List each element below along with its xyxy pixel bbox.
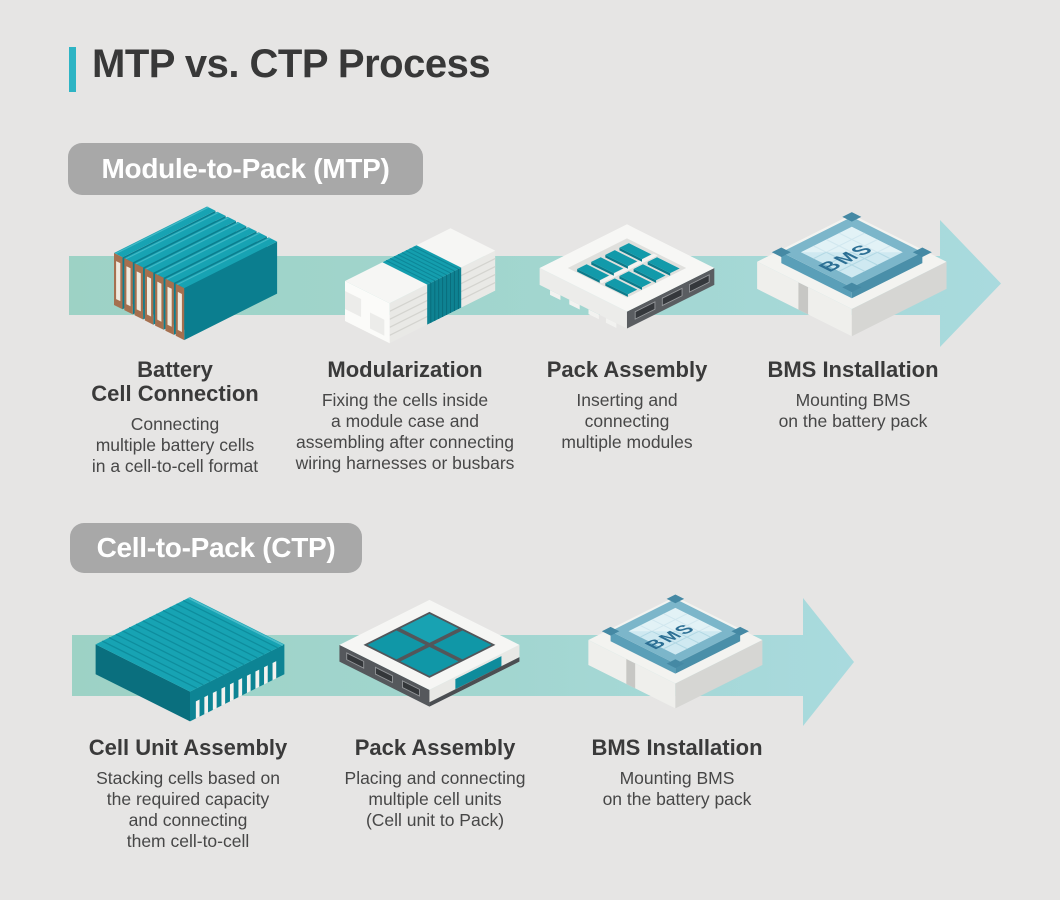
mtp-flow-arrow [69, 220, 1001, 347]
step-description: Connecting multiple battery cells in a c… [91, 414, 259, 476]
ctp-step-1: Cell Unit Assembly Stacking cells based … [58, 736, 318, 852]
step-title: BMS Installation [591, 735, 763, 760]
mtp-step-4: BMS Installation Mounting BMS on the bat… [723, 358, 983, 432]
step-title: Pack Assembly [354, 735, 516, 760]
mtp-step-2: Modularization Fixing the cells inside a… [275, 358, 535, 474]
mtp-section-label: Module-to-Pack (MTP) [68, 143, 423, 195]
ctp-flow-arrow [72, 598, 854, 726]
ctp-step-3: BMS Installation Mounting BMS on the bat… [547, 736, 807, 810]
mtp-step-3: Pack Assembly Inserting and connecting m… [497, 358, 757, 453]
step-title: Cell Unit Assembly [88, 735, 288, 760]
step-description: Stacking cells based on the required cap… [96, 768, 280, 851]
step-title: Battery Cell Connection [91, 357, 259, 406]
ctp-section-label: Cell-to-Pack (CTP) [70, 523, 362, 573]
step-title: Pack Assembly [546, 357, 708, 382]
ctp-step-2: Pack Assembly Placing and connecting mul… [305, 736, 565, 831]
page-title: MTP vs. CTP Process [92, 42, 491, 86]
step-description: Mounting BMS on the battery pack [778, 390, 928, 431]
step-title: BMS Installation [767, 357, 939, 382]
step-description: Placing and connecting multiple cell uni… [344, 768, 526, 830]
step-description: Inserting and connecting multiple module… [561, 390, 693, 452]
step-description: Mounting BMS on the battery pack [602, 768, 752, 809]
step-title: Modularization [327, 357, 483, 382]
title-accent-bar [69, 47, 76, 92]
step-description: Fixing the cells inside a module case an… [295, 390, 515, 473]
mtp-step-1: Battery Cell Connection Connecting multi… [45, 358, 305, 477]
